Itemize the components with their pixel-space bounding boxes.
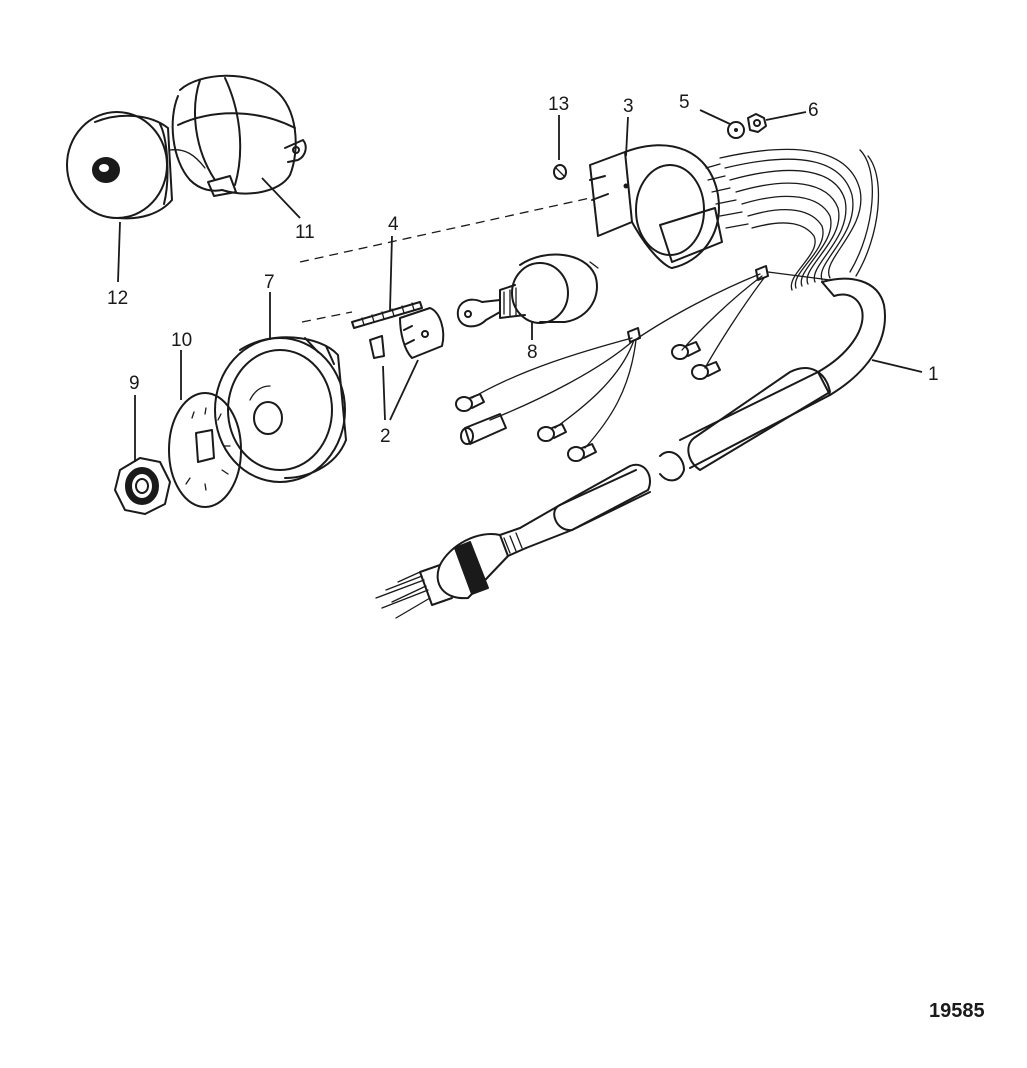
callout-10: 10 — [171, 330, 192, 351]
part-4-threaded-rod — [351, 301, 423, 329]
part-12-cap — [66, 111, 206, 220]
callout-3: 3 — [623, 96, 634, 117]
part-13-screw — [553, 164, 567, 180]
callout-8: 8 — [527, 342, 538, 363]
callout-7: 7 — [264, 272, 275, 293]
figure-number: 19585 — [929, 1000, 985, 1022]
leader-12 — [117, 221, 121, 283]
leader-11 — [261, 177, 301, 219]
leader-2b — [389, 359, 419, 421]
callout-12: 12 — [107, 288, 128, 309]
part-10-plate — [168, 392, 242, 508]
leader-3 — [625, 116, 629, 157]
callout-labels: 1 2 3 4 5 6 7 8 9 10 11 12 13 — [107, 92, 939, 447]
callout-4: 4 — [388, 214, 399, 235]
callout-5: 5 — [679, 92, 690, 113]
callout-6: 6 — [808, 100, 819, 121]
callout-11: 11 — [295, 222, 315, 243]
callout-1: 1 — [928, 364, 939, 385]
callout-13: 13 — [548, 94, 569, 115]
part-5-washer — [727, 121, 745, 139]
callout-9: 9 — [129, 373, 140, 394]
part-8-ignition-switch — [456, 253, 599, 328]
assembly-axis-line — [299, 197, 591, 323]
leader-lines — [117, 109, 923, 462]
part-6-nut — [747, 113, 767, 133]
leader-5 — [699, 109, 731, 125]
leader-1 — [871, 359, 923, 373]
part-9-nut — [114, 457, 171, 515]
leader-6 — [765, 111, 807, 121]
part-1-wiring-harness — [375, 148, 886, 619]
part-2-bracket — [369, 307, 445, 359]
part-7-housing — [214, 336, 347, 483]
part-11-boot — [171, 74, 307, 197]
leader-2a — [382, 365, 386, 421]
leader-4 — [389, 235, 393, 311]
callout-2: 2 — [380, 426, 391, 447]
part-3-mounting-bracket — [589, 144, 723, 269]
